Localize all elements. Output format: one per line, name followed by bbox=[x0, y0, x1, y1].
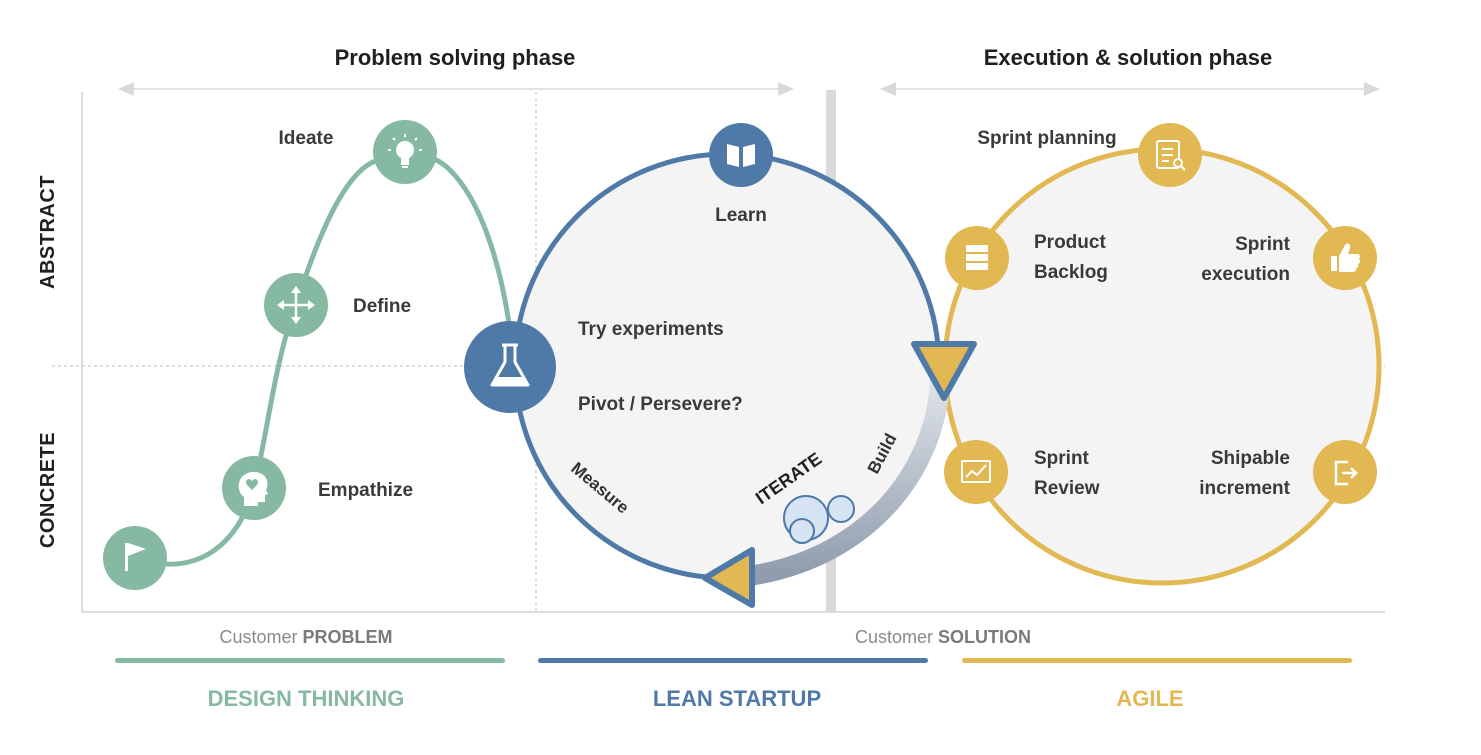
customer-solution-emphasis: SOLUTION bbox=[938, 627, 1031, 647]
ideate-label: Ideate bbox=[279, 128, 334, 149]
checklist-search-icon bbox=[1156, 140, 1186, 171]
sprint-review-node bbox=[944, 440, 1008, 504]
learn-node bbox=[709, 123, 773, 187]
experiment-node bbox=[464, 321, 556, 413]
shipable-label-1: Shipable bbox=[1211, 448, 1290, 469]
customer-solution-caption: Customer SOLUTION bbox=[855, 627, 1031, 647]
build-triangle-marker bbox=[911, 341, 977, 401]
empathize-label: Empathize bbox=[318, 480, 413, 501]
thumbs-up-icon bbox=[1331, 243, 1361, 272]
lean-startup-bar bbox=[538, 658, 928, 663]
problem-phase-title: Problem solving phase bbox=[335, 45, 576, 70]
iterate-arrow-band bbox=[745, 372, 950, 585]
stack-icon bbox=[966, 245, 988, 270]
exit-arrow-icon bbox=[1334, 460, 1358, 486]
learn-label: Learn bbox=[715, 205, 767, 226]
move-arrows-icon bbox=[277, 286, 315, 324]
design-thinking-curve bbox=[132, 151, 513, 567]
sprint-planning-label: Sprint planning bbox=[977, 128, 1116, 149]
customer-problem-prefix: Customer bbox=[219, 627, 302, 647]
product-backlog-label-1: Product bbox=[1034, 232, 1106, 253]
define-label: Define bbox=[353, 296, 411, 317]
lean-circle-fill bbox=[515, 154, 939, 578]
agile-title: AGILE bbox=[1116, 686, 1183, 711]
chart-icon bbox=[961, 460, 991, 483]
start-node bbox=[103, 526, 167, 590]
sprint-planning-node bbox=[1138, 123, 1202, 187]
product-backlog-node bbox=[945, 226, 1009, 290]
shipable-node bbox=[1313, 440, 1377, 504]
design-thinking-bar bbox=[115, 658, 505, 663]
head-heart-icon bbox=[238, 471, 268, 506]
empathize-node bbox=[222, 456, 286, 520]
pivot-persevere-label: Pivot / Persevere? bbox=[578, 394, 743, 415]
agile-cycle bbox=[942, 146, 1382, 586]
sprint-execution-label-1: Sprint bbox=[1235, 234, 1291, 255]
product-backlog-label-2: Backlog bbox=[1034, 262, 1108, 283]
define-node bbox=[264, 273, 328, 337]
problem-phase-arrow bbox=[118, 82, 794, 96]
lightbulb-icon bbox=[388, 134, 422, 168]
measure-triangle-marker bbox=[702, 547, 755, 608]
shipable-label-2: increment bbox=[1199, 478, 1290, 499]
customer-solution-prefix: Customer bbox=[855, 627, 938, 647]
sprint-execution-label-2: execution bbox=[1201, 264, 1290, 285]
lean-startup-title: LEAN STARTUP bbox=[653, 686, 821, 711]
agile-bar bbox=[962, 658, 1352, 663]
sprint-review-label-2: Review bbox=[1034, 478, 1100, 499]
sprint-execution-node bbox=[1313, 226, 1377, 290]
flag-icon bbox=[125, 543, 146, 571]
design-thinking-title: DESIGN THINKING bbox=[208, 686, 405, 711]
concrete-axis-label: CONCRETE bbox=[37, 432, 59, 548]
abstract-axis-label: ABSTRACT bbox=[37, 175, 59, 289]
sprint-review-label-1: Sprint bbox=[1034, 448, 1090, 469]
customer-problem-caption: Customer PROBLEM bbox=[219, 627, 392, 647]
execution-phase-arrow bbox=[880, 82, 1380, 96]
try-experiments-label: Try experiments bbox=[578, 319, 724, 340]
book-icon bbox=[727, 144, 755, 167]
customer-problem-emphasis: PROBLEM bbox=[303, 627, 393, 647]
ideate-node bbox=[373, 120, 437, 184]
iterate-bubbles bbox=[783, 495, 855, 544]
flask-icon bbox=[490, 343, 530, 387]
execution-phase-title: Execution & solution phase bbox=[984, 45, 1272, 70]
